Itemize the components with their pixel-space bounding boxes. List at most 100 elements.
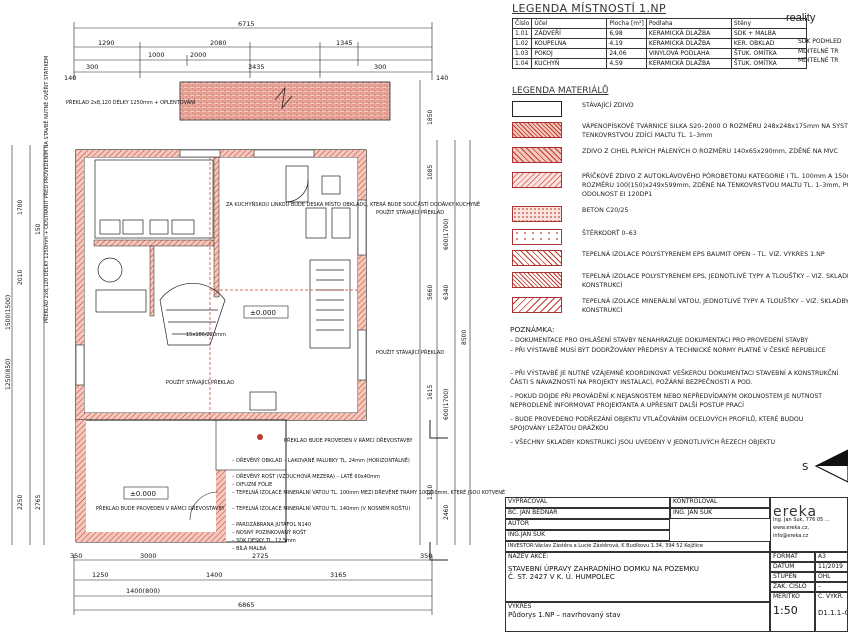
svg-text:2765: 2765 <box>35 495 42 510</box>
bottom-dimension-labels: 350 3000 2725 350 1250 1400 3165 1400(80… <box>70 552 432 609</box>
swatch-brick <box>512 147 562 163</box>
materials-title: LEGENDA MATERIÁLŮ <box>512 86 609 96</box>
svg-text:PŘEKLAD 2x8,120 DÉLKY 1250mm +: PŘEKLAD 2x8,120 DÉLKY 1250mm + OPLENTOVÁ… <box>66 98 196 106</box>
svg-text:600(1700): 600(1700) <box>443 389 450 420</box>
swatch-existing <box>512 101 562 117</box>
swatch-porobeton <box>512 172 562 188</box>
right-dimension-labels: 1850 1085 600(1700) 5660 6340 8500 1615 … <box>427 110 468 520</box>
swatch-concrete <box>512 206 562 222</box>
svg-text:POUŽIT STÁVAJÍCÍ PŘEKLAD: POUŽIT STÁVAJÍCÍ PŘEKLAD <box>376 208 444 216</box>
callout-marker <box>257 434 263 440</box>
svg-text:5660: 5660 <box>427 285 434 300</box>
dim-top-total: 6715 <box>238 20 255 28</box>
svg-text:1310: 1310 <box>427 485 434 500</box>
svg-text:– SDK DESKY TL. 12,5mm: – SDK DESKY TL. 12,5mm <box>232 538 296 544</box>
svg-text:300: 300 <box>86 63 98 71</box>
title-block: VYPRACOVAL KONTROLOVAL BC. JAN BEDNÁŘ IN… <box>505 497 848 636</box>
north-arrow: S <box>802 449 848 483</box>
svg-text:1400(800): 1400(800) <box>126 587 160 595</box>
svg-text:2250: 2250 <box>17 495 24 510</box>
legend-item: BETON C20/25 <box>512 206 848 222</box>
furniture <box>94 159 351 411</box>
room-level-entrance: ±0.000 <box>130 490 156 498</box>
left-dimension-labels: 1700 1500(1500) 1250(850) 2010 150 2250 … <box>5 200 42 510</box>
svg-text:– BÍLÁ MALBA: – BÍLÁ MALBA <box>232 545 267 552</box>
legend-item: STÁVAJÍCÍ ZDIVO <box>512 101 848 117</box>
svg-text:POUŽIT STÁVAJÍCÍ PŘEKLAD: POUŽIT STÁVAJÍCÍ PŘEKLAD <box>166 378 234 386</box>
svg-text:– DIFUZNÍ FÓLIE: – DIFUZNÍ FÓLIE <box>232 481 272 488</box>
svg-text:2080: 2080 <box>210 39 227 47</box>
svg-text:300: 300 <box>374 63 386 71</box>
svg-text:140: 140 <box>436 74 448 82</box>
svg-text:2000: 2000 <box>190 51 207 59</box>
swatch-mineral-wool <box>512 297 562 313</box>
svg-text:1085: 1085 <box>427 165 434 180</box>
svg-text:– DŘEVĚNÝ ROŠT (VZDUCHOVÁ MEZE: – DŘEVĚNÝ ROŠT (VZDUCHOVÁ MEZERA) – LATĚ… <box>232 472 380 480</box>
svg-text:– TEPELNÁ IZOLACE MINERÁLNÍ VA: – TEPELNÁ IZOLACE MINERÁLNÍ VATOU TL. 10… <box>232 488 505 496</box>
svg-text:– NOSNÝ POZINKOVANÝ ROŠT: – NOSNÝ POZINKOVANÝ ROŠT <box>232 529 307 536</box>
notes-title: POZNÁMKA: <box>510 325 555 334</box>
swatch-gravel <box>512 229 562 245</box>
svg-text:1345: 1345 <box>336 39 353 47</box>
floor-plan: 6715 1290 2080 1345 1000 2000 300 3435 3… <box>5 20 505 615</box>
svg-text:2725: 2725 <box>252 552 269 560</box>
svg-text:3000: 3000 <box>140 552 157 560</box>
svg-text:2460: 2460 <box>443 505 450 520</box>
rooms-overflow: SDK PODHLED MDITELNÉ TR MDITELNÉ TR <box>798 38 842 65</box>
plan-notes: PŘEKLAD 2x8,120 DÉLKY 1250mm + OPLENTOVÁ… <box>66 98 480 512</box>
svg-text:S: S <box>802 462 808 473</box>
legend-item: VÁPENOPÍSKOVÉ TVÁRNICE SILKA S20–2000 O … <box>512 122 848 140</box>
top-dimension-labels: 6715 1290 2080 1345 1000 2000 300 3435 3… <box>64 20 448 82</box>
legend-title: LEGENDA MÍSTNOSTÍ 1.NP <box>512 2 667 15</box>
legend-item: ZDIVO Z CIHEL PLNÝCH PÁLENÝCH O ROZMĚRU … <box>512 147 848 163</box>
svg-text:1290: 1290 <box>98 39 115 47</box>
note-item: – DOKUMENTACE PRO OHLÁŠENÍ STAVBY NENAHR… <box>510 337 809 344</box>
svg-text:6865: 6865 <box>238 601 255 609</box>
ereka-logo: ereka <box>773 504 818 520</box>
note-item: – PŘI VÝSTAVBĚ MUSÍ BÝT DODRŽOVÁNY PŘEDP… <box>510 347 826 354</box>
svg-text:POUŽIT STÁVAJÍCÍ PŘEKLAD: POUŽIT STÁVAJÍCÍ PŘEKLAD <box>376 348 444 356</box>
svg-text:1000: 1000 <box>148 51 165 59</box>
svg-text:6340: 6340 <box>443 285 450 300</box>
svg-text:1500(1500): 1500(1500) <box>5 295 12 330</box>
svg-text:1850: 1850 <box>427 110 434 125</box>
svg-text:– DŘEVĚNÝ OBKLAD – LAKOVANÉ PA: – DŘEVĚNÝ OBKLAD – LAKOVANÉ PALUBKY TL. … <box>232 456 410 464</box>
top-dimensions <box>73 22 433 80</box>
table-header-row: Číslo Účel Plocha [m²] Podlaha Stěny <box>511 18 807 29</box>
svg-text:1700: 1700 <box>17 200 24 215</box>
svg-text:3165: 3165 <box>330 571 347 579</box>
wall-composition: – DŘEVĚNÝ OBKLAD – LAKOVANÉ PALUBKY TL. … <box>232 456 505 552</box>
svg-text:PŘEKLAD 2x8,120 DÉLKY 1250mm +: PŘEKLAD 2x8,120 DÉLKY 1250mm + ODSTRANIT… <box>42 56 50 323</box>
svg-text:– TEPELNÁ IZOLACE MINERÁLNÍ VA: – TEPELNÁ IZOLACE MINERÁLNÍ VATOU TL. 14… <box>232 504 410 512</box>
room-level-main: ±0.000 <box>250 309 276 317</box>
wooden-extension <box>75 419 287 543</box>
swatch-eps <box>512 272 562 288</box>
legend-item: TEPELNÁ IZOLACE POLYSTYRENEM EPS, JEDNOT… <box>512 272 848 290</box>
svg-text:600(1700): 600(1700) <box>443 219 450 250</box>
svg-text:ZA KUCHYŇSKOU LINKOU BUDE DESK: ZA KUCHYŇSKOU LINKOU BUDE DESKA MÍSTO OB… <box>226 200 480 208</box>
svg-text:350: 350 <box>70 552 82 560</box>
svg-text:140: 140 <box>64 74 76 82</box>
note-item: – VŠECHNY SKLADBY KONSTRUKCÍ JSOU UVEDEN… <box>510 439 776 446</box>
svg-text:350: 350 <box>420 552 432 560</box>
svg-text:150: 150 <box>35 223 42 235</box>
note-item: – BUDE PROVEDENO PODŘEZÁNÍ OBJEKTU VTLAČ… <box>510 416 804 432</box>
swatch-eps-baumit <box>512 250 562 266</box>
svg-text:3435: 3435 <box>248 63 265 71</box>
svg-text:1615: 1615 <box>427 385 434 400</box>
svg-text:PŘEKLAD BUDE PROVEDEN V RÁMCI: PŘEKLAD BUDE PROVEDEN V RÁMCI DŘEVOSTAVB… <box>96 504 225 512</box>
legend-item: PŘÍČKOVÉ ZDIVO Z AUTOKLÁVOVÉHO PÓROBETON… <box>512 172 848 199</box>
svg-text:1250: 1250 <box>92 571 109 579</box>
svg-text:1400: 1400 <box>206 571 223 579</box>
rooms-table: Číslo Účel Plocha [m²] Podlaha Stěny 1.0… <box>511 18 807 69</box>
svg-text:2010: 2010 <box>17 270 24 285</box>
legend-item: TEPELNÁ IZOLACE POLYSTYRENEM EPS BAUMIT … <box>512 250 848 266</box>
svg-text:15x186/220mm: 15x186/220mm <box>186 332 226 338</box>
legend-item: ŠTĚRKODRŤ 0–63 <box>512 229 848 245</box>
svg-text:1250(850): 1250(850) <box>5 359 12 390</box>
swatch-silka <box>512 122 562 138</box>
